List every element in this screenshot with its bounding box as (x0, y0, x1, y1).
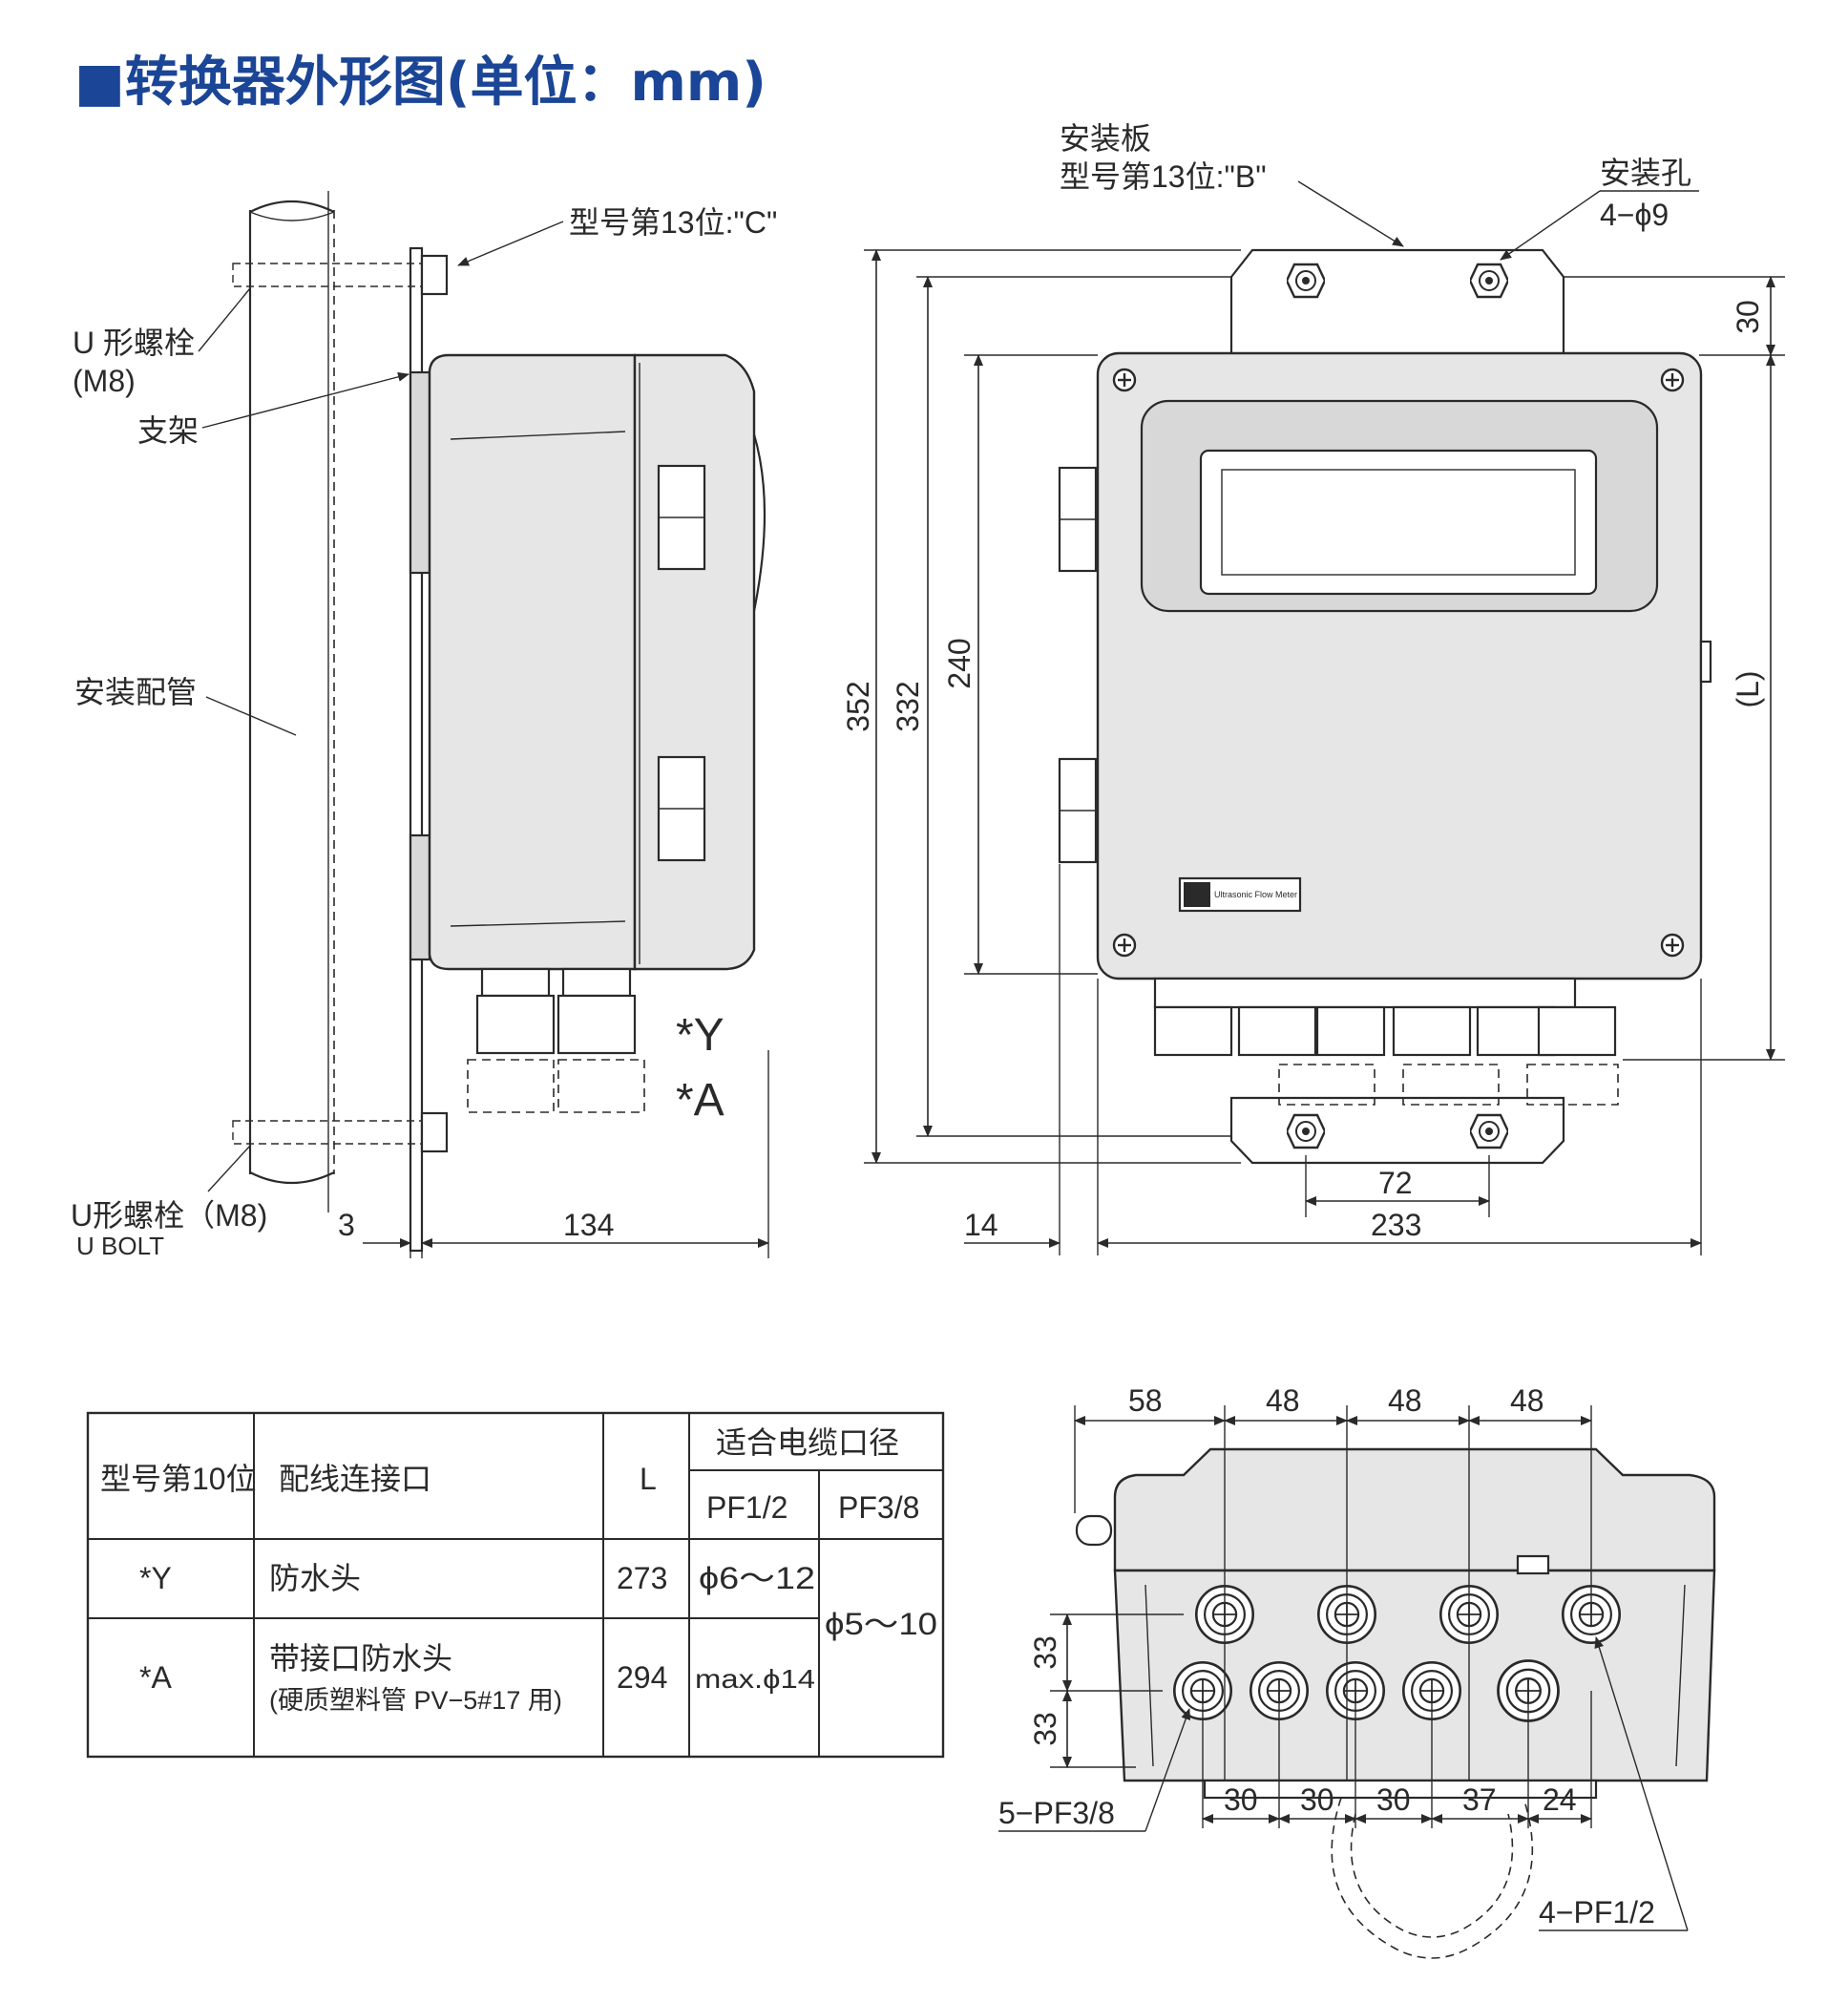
label-mounting-pipe: 安装配管 (74, 675, 197, 709)
dim-240: 240 (942, 638, 976, 688)
dim-48-b: 48 (1388, 1383, 1422, 1418)
table-header-L: L (640, 1462, 657, 1496)
label-mount-hole-spec: 4−ϕ9 (1600, 198, 1669, 232)
label-model13-b: 型号第13位:"B" (1060, 159, 1267, 194)
spec-table: 型号第10位 配线连接口 L 适合电缆口径 PF1/2 PF3/8 *Y 防水头… (86, 1411, 945, 1759)
mark-a: *A (676, 1075, 724, 1126)
dim-33-a: 33 (1028, 1635, 1062, 1670)
table-header-cable: 适合电缆口径 (716, 1425, 899, 1460)
label-plate: 安装板 (1060, 121, 1151, 156)
table-header-pf38: PF3/8 (838, 1490, 919, 1525)
label-bracket: 支架 (137, 413, 199, 448)
u-bolt-top (232, 254, 449, 296)
label-4-pf12: 4−PF1/2 (1539, 1895, 1655, 1929)
row-a-L: 294 (617, 1660, 667, 1695)
dim-332: 332 (891, 681, 925, 731)
table-pf38-value: ϕ5～10 (825, 1607, 937, 1641)
label-5-pf38: 5−PF3/8 (998, 1796, 1115, 1830)
row-y-code: *Y (139, 1561, 172, 1595)
dim-30-b: 30 (1300, 1782, 1334, 1817)
u-bolt-bottom (232, 1111, 449, 1153)
dim-30-a: 30 (1224, 1782, 1258, 1817)
row-a-pf12: max.ϕ14 (695, 1664, 815, 1694)
row-a-code: *A (139, 1660, 172, 1695)
row-a-port: 带接口防水头 (269, 1641, 452, 1676)
mark-y: *Y (676, 1010, 724, 1061)
dim-352: 352 (841, 681, 875, 731)
table-header-pos10: 型号第10位 (100, 1462, 257, 1496)
converter-housing-side (428, 353, 637, 971)
side-cable-glands (467, 967, 645, 1113)
dim-L: (L) (1731, 670, 1765, 707)
row-a-port-note: (硬质塑料管 PV−5#17 用) (269, 1686, 562, 1715)
front-cable-glands (1153, 977, 1619, 1106)
label-u-bolt-top: U 形螺栓 (73, 326, 195, 360)
dim-233: 233 (1371, 1208, 1421, 1242)
dim-30-c: 30 (1376, 1782, 1411, 1817)
label-u-bolt-en: U BOLT (76, 1232, 164, 1260)
dim-14: 14 (964, 1208, 998, 1242)
table-row: *Y 防水头 273 ϕ6～12 (139, 1561, 815, 1595)
dim-134: 134 (563, 1208, 614, 1242)
dim-48-a: 48 (1266, 1383, 1300, 1418)
label-u-bolt-top-size: (M8) (73, 364, 136, 398)
display-window (1199, 449, 1598, 596)
dim-3: 3 (338, 1208, 355, 1242)
dim-37: 37 (1462, 1782, 1497, 1817)
table-header-pf12: PF1/2 (706, 1490, 788, 1525)
label-mount-hole: 安装孔 (1600, 156, 1691, 190)
nameplate-text: Ultrasonic Flow Meter (1214, 890, 1297, 899)
row-y-pf12: ϕ6～12 (699, 1561, 815, 1595)
dim-72: 72 (1378, 1166, 1413, 1200)
table-row: *A 带接口防水头 (硬质塑料管 PV−5#17 用) 294 max.ϕ14 (139, 1641, 815, 1715)
side-view: 型号第13位:"C" U 形螺栓 (M8) 支架 安装配管 U形螺栓（M8) U… (71, 191, 777, 1260)
mounting-pipe (248, 191, 335, 1212)
label-model13-c: 型号第13位:"C" (569, 205, 777, 240)
dim-33-b: 33 (1028, 1712, 1062, 1746)
bottom-view: 58 48 48 48 33 33 30 30 30 37 24 5−PF3/8 (998, 1383, 1716, 1959)
mounting-plate (1229, 248, 1565, 360)
front-view: Ultrasonic Flow Meter 安装板 (841, 121, 1785, 1255)
dim-24: 24 (1543, 1782, 1577, 1817)
table-header-port: 配线连接口 (279, 1462, 431, 1496)
dim-58: 58 (1128, 1383, 1163, 1418)
row-y-port: 防水头 (269, 1561, 361, 1595)
page-title: ■转换器外形图(单位：mm) (74, 52, 766, 114)
row-y-L: 273 (617, 1561, 667, 1595)
label-u-bolt-bottom: U形螺栓（M8) (71, 1198, 267, 1233)
dim-30: 30 (1731, 300, 1765, 334)
dim-48-c: 48 (1510, 1383, 1544, 1418)
